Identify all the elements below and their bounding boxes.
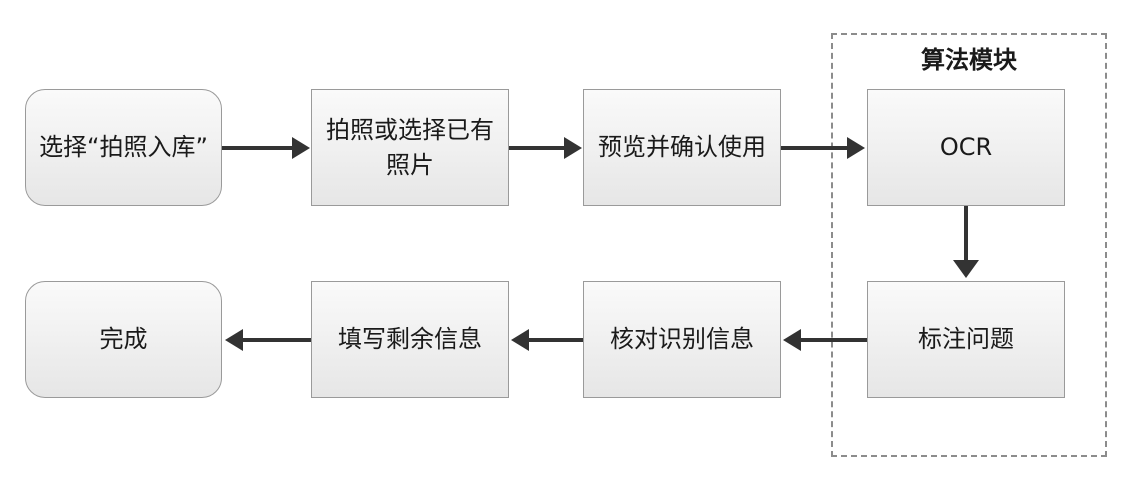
algorithm-module-group <box>831 33 1107 457</box>
node-annotate-label: 标注问题 <box>918 325 1014 353</box>
node-preview-label: 预览并确认使用 <box>598 133 766 161</box>
node-ocr[interactable]: OCR <box>867 89 1065 206</box>
node-fill[interactable]: 填写剩余信息 <box>311 281 509 398</box>
node-done-label: 完成 <box>99 325 148 353</box>
algorithm-module-title: 算法模块 <box>921 46 1017 74</box>
edge-fill-done <box>241 338 311 342</box>
edge-verify-fill <box>527 338 583 342</box>
node-verify[interactable]: 核对识别信息 <box>583 281 781 398</box>
edge-start-capture-arrowhead <box>292 137 310 159</box>
node-verify-label: 核对识别信息 <box>610 325 754 353</box>
edge-start-capture <box>222 146 294 150</box>
node-capture-label: 拍照或选择已有照片 <box>326 115 494 179</box>
node-annotate[interactable]: 标注问题 <box>867 281 1065 398</box>
edge-annotate-verify-arrowhead <box>783 329 801 351</box>
node-start-label: 选择“拍照入库” <box>39 133 208 161</box>
node-fill-label: 填写剩余信息 <box>338 325 482 353</box>
edge-capture-preview <box>509 146 566 150</box>
node-start[interactable]: 选择“拍照入库” <box>25 89 222 206</box>
edge-capture-preview-arrowhead <box>564 137 582 159</box>
node-done[interactable]: 完成 <box>25 281 222 398</box>
edge-verify-fill-arrowhead <box>511 329 529 351</box>
edge-fill-done-arrowhead <box>225 329 243 351</box>
node-preview[interactable]: 预览并确认使用 <box>583 89 781 206</box>
node-capture[interactable]: 拍照或选择已有照片 <box>311 89 509 206</box>
node-ocr-label: OCR <box>939 133 993 161</box>
